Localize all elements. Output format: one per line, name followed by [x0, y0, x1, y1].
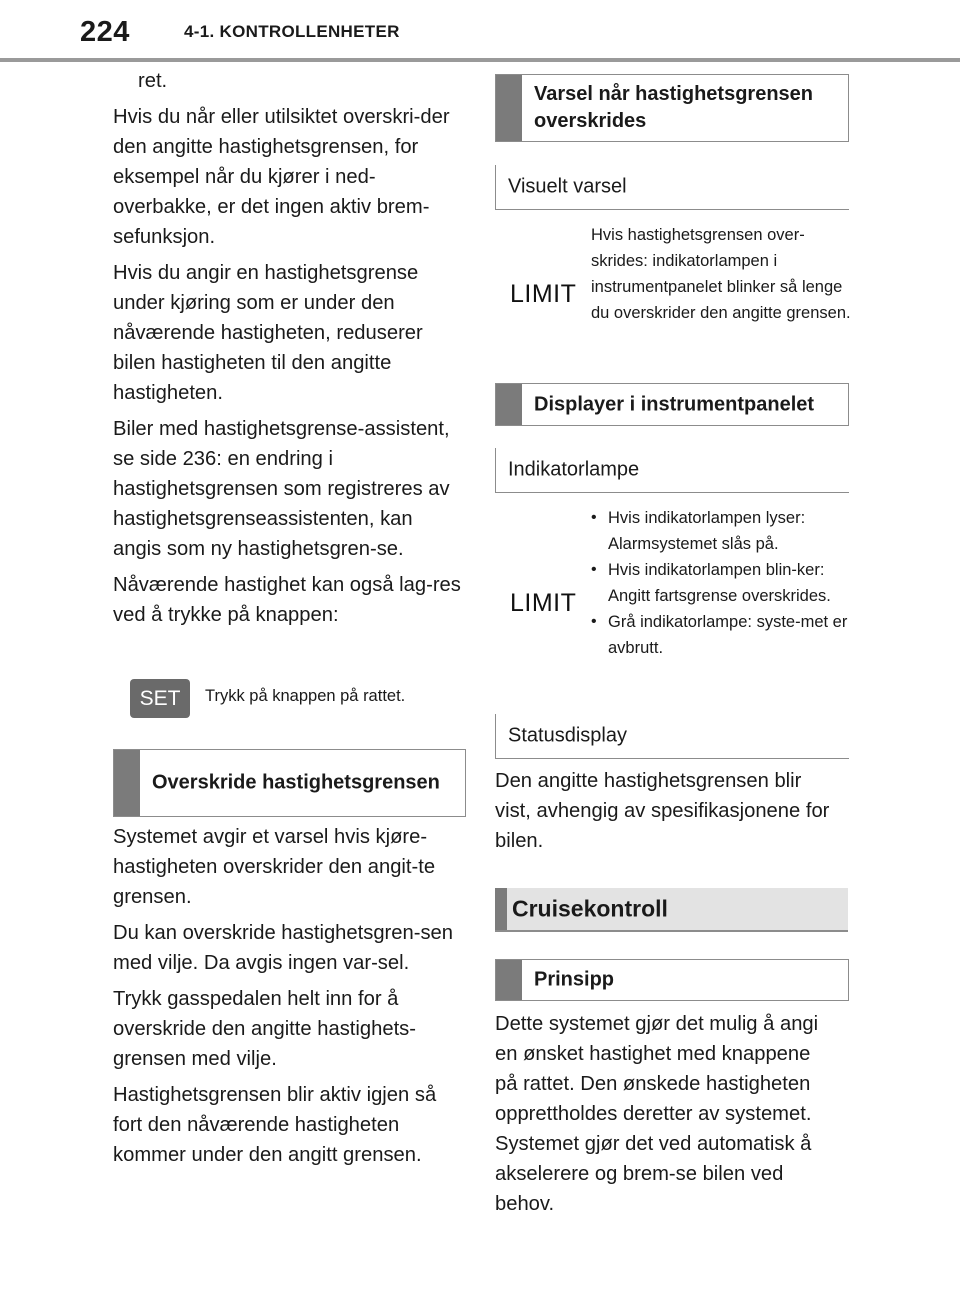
heading-bar — [496, 384, 522, 425]
subheading-indicator-lamp: Indikatorlampe — [495, 448, 849, 493]
paragraph-6: Du kan overskride hastighetsgren-sen med… — [113, 922, 454, 974]
paragraph-2: Hvis du angir en hastighetsgrense under … — [113, 262, 423, 404]
heading-principle-text: Prinsipp — [534, 968, 615, 991]
section-bar — [495, 888, 507, 930]
section-cruise-control: Cruisekontroll — [495, 888, 848, 932]
paragraph-5: Systemet avgir et varsel hvis kjøre-hast… — [113, 826, 436, 908]
heading-bar — [496, 75, 522, 141]
paragraph-4: Nåværende hastighet kan også lag-res ved… — [113, 574, 461, 626]
status-text: Den angitte hastighetsgrensen blir vist,… — [495, 770, 830, 852]
paragraph-1: Hvis du når eller utilsiktet overskri-de… — [113, 106, 450, 248]
list-item: Hvis indikatorlampen blin-ker: Angitt fa… — [591, 557, 851, 609]
left-column: ret. Hvis du når eller utilsiktet oversk… — [113, 66, 468, 636]
heading-displays-text: Displayer i instrumentpanelet — [534, 393, 815, 415]
set-caption: Trykk på knappen på rattet. — [205, 687, 406, 705]
heading-bar — [496, 960, 522, 1000]
limit-indicator-icon: LIMIT — [510, 280, 577, 308]
heading-displays: Displayer i instrumentpanelet — [495, 383, 849, 426]
limit-indicator-icon: LIMIT — [510, 589, 577, 617]
visual-warning-text: Hvis hastighetsgrensen over-skrides: ind… — [591, 226, 851, 322]
heading-exceed-limit: Overskride hastighetsgrensen — [113, 749, 466, 817]
set-button-icon: SET — [130, 679, 190, 718]
intro-line: ret. — [138, 70, 168, 92]
subheading-status-display-text: Statusdisplay — [508, 724, 627, 747]
chapter-title: 4-1. KONTROLLENHETER — [184, 22, 400, 41]
list-item: Hvis indikatorlampen lyser: Alarmsysteme… — [591, 505, 851, 557]
list-item: Grå indikatorlampe: syste-met er avbrutt… — [591, 609, 851, 661]
subheading-indicator-lamp-text: Indikatorlampe — [508, 458, 640, 481]
heading-warning-exceeded: Varsel når hastighetsgrensen overskrides — [495, 74, 849, 142]
indicator-list: Hvis indikatorlampen lyser: Alarmsysteme… — [591, 505, 851, 661]
principle-text: Dette systemet gjør det mulig å angi en … — [495, 1013, 819, 1215]
page-number: 224 — [80, 16, 130, 48]
section-cruise-control-text: Cruisekontroll — [512, 895, 668, 922]
left-column-lower: Systemet avgir et varsel hvis kjøre-hast… — [113, 822, 468, 1176]
heading-principle: Prinsipp — [495, 959, 849, 1001]
paragraph-8: Hastighetsgrensen blir aktiv igjen så fo… — [113, 1084, 437, 1166]
paragraph-7: Trykk gasspedalen helt inn for å overskr… — [113, 988, 416, 1070]
paragraph-3: Biler med hastighetsgrense-assistent, se… — [113, 418, 450, 560]
heading-warning-exceeded-text: Varsel når hastighetsgrensen overskrides — [534, 83, 814, 132]
header-rule — [0, 58, 960, 62]
subheading-visual-warning: Visuelt varsel — [495, 165, 849, 210]
heading-exceed-limit-text: Overskride hastighetsgrensen — [152, 771, 440, 794]
subheading-visual-warning-text: Visuelt varsel — [508, 175, 627, 198]
heading-bar — [114, 750, 140, 816]
subheading-status-display: Statusdisplay — [495, 714, 849, 759]
